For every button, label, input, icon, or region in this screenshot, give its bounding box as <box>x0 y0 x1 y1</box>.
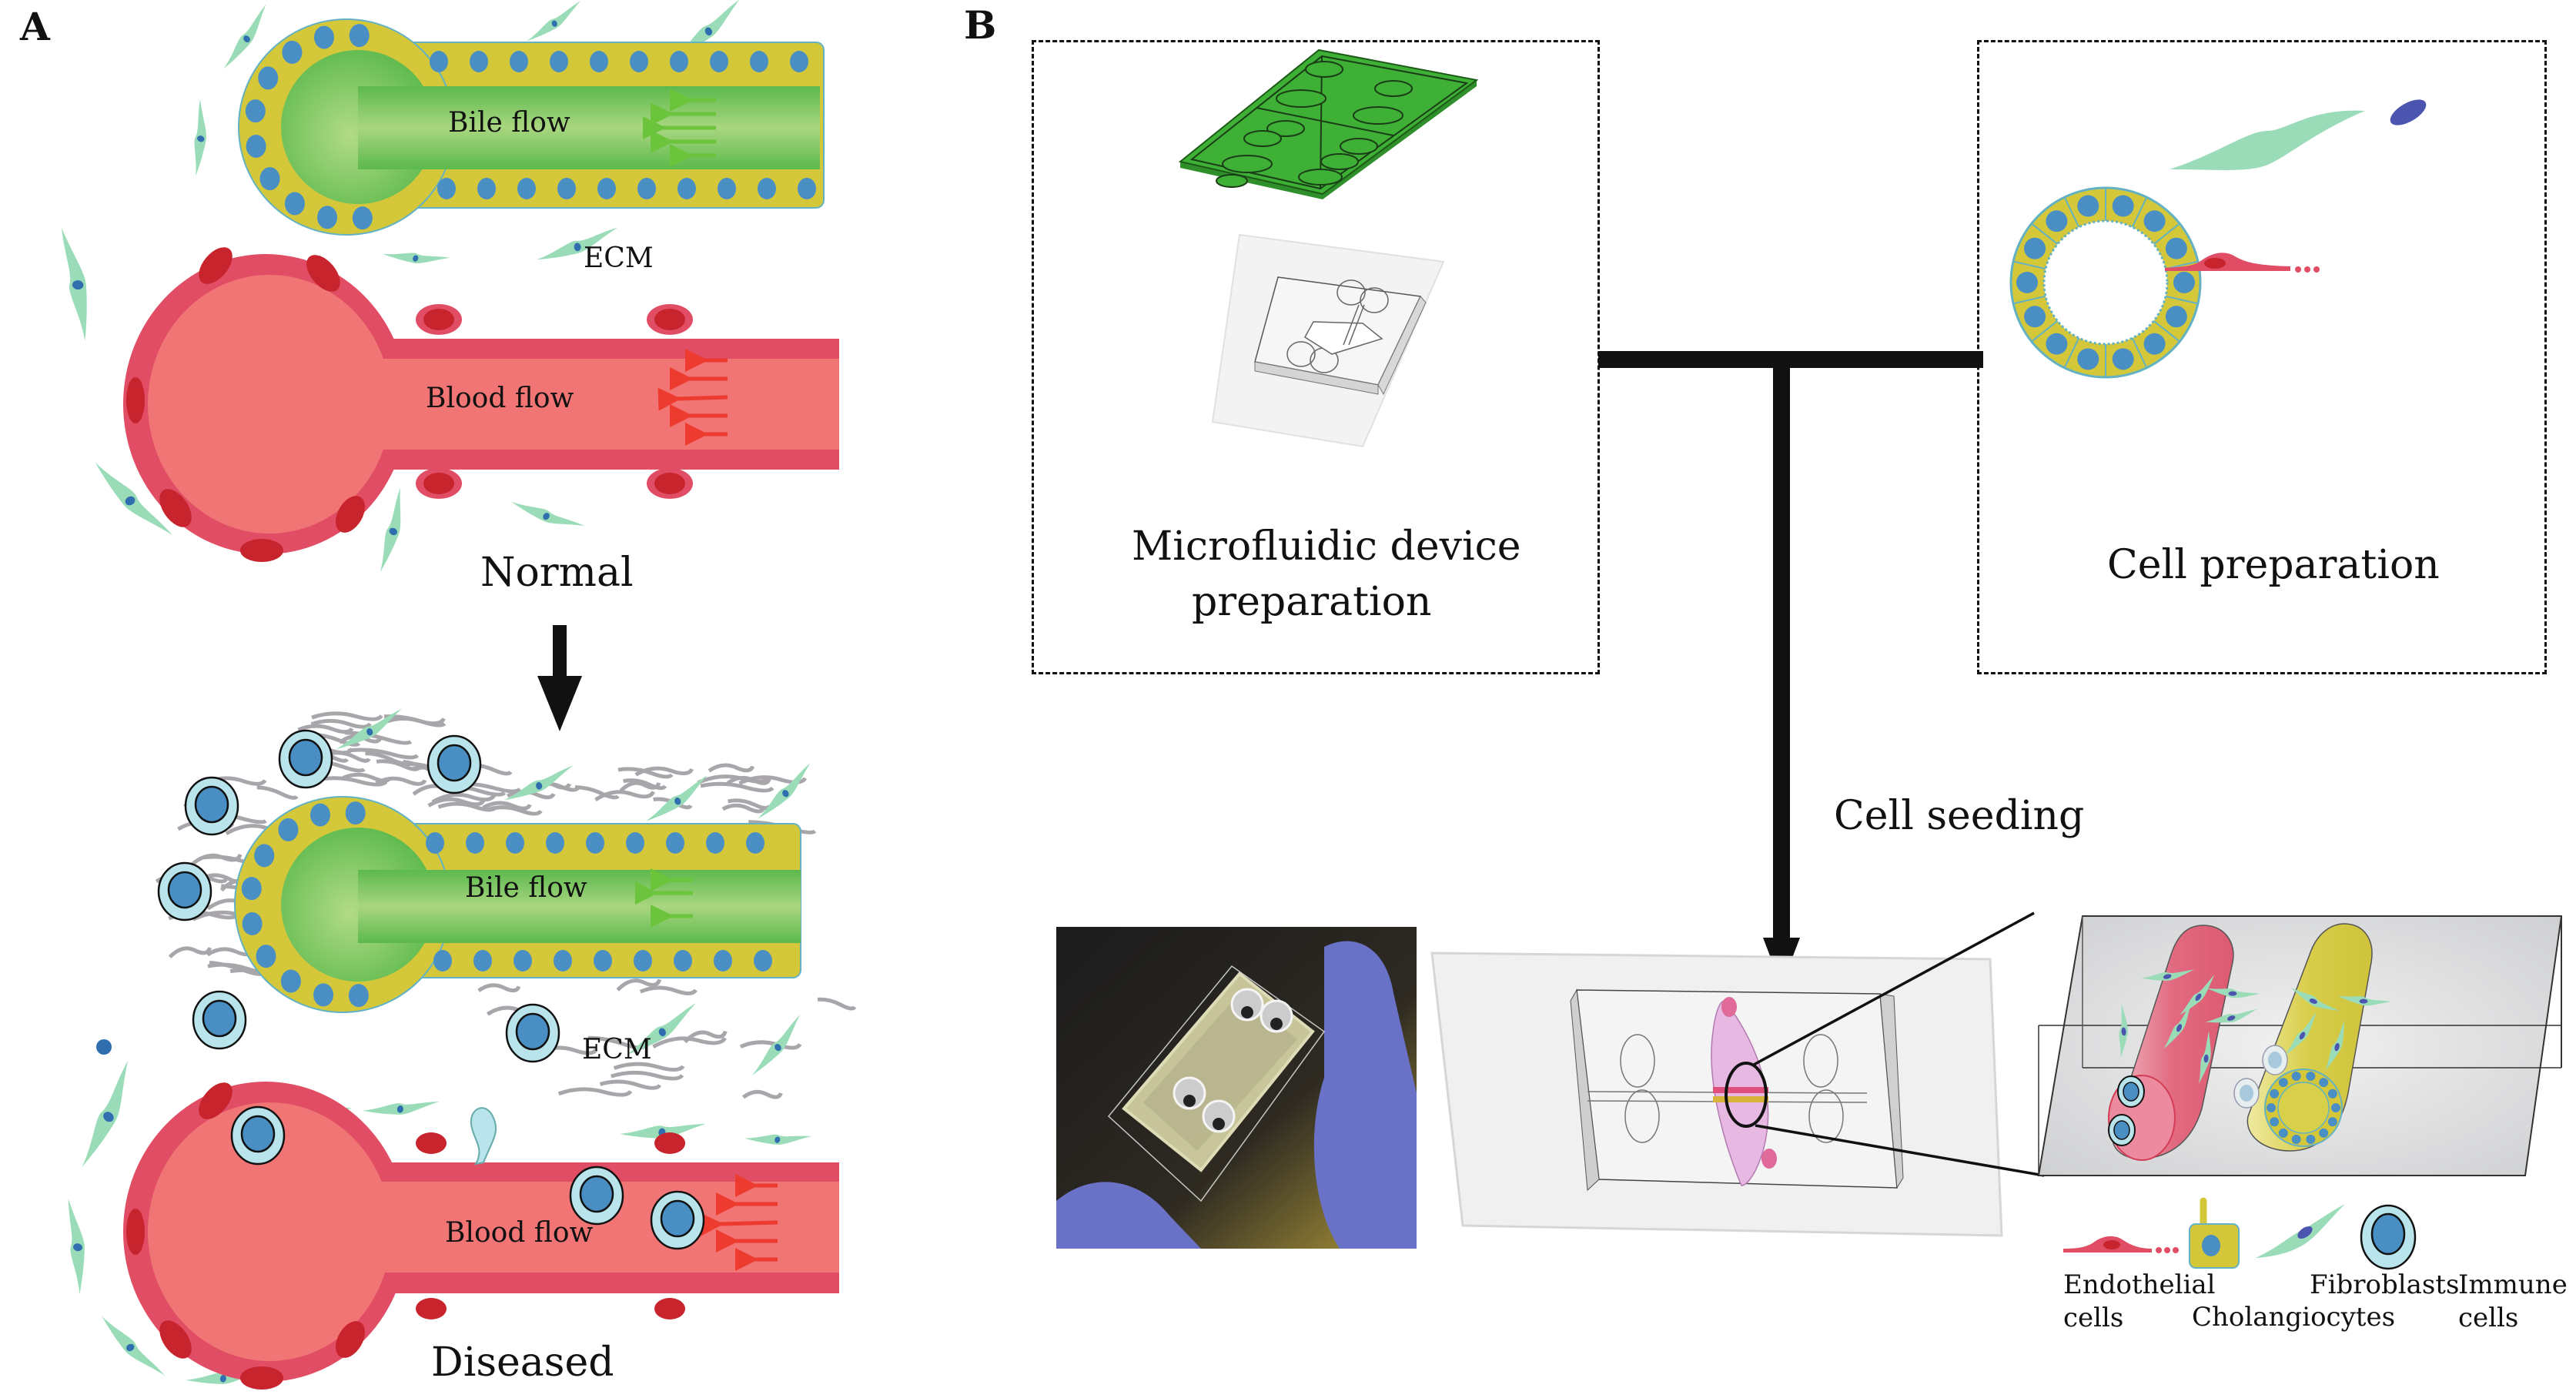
legend-endothelial-line1: Endothelial <box>2063 1269 2216 1300</box>
device-preparation-label-line2: preparation <box>1192 579 1432 625</box>
cell-preparation-label: Cell preparation <box>2107 542 2440 588</box>
blood-flow-label-diseased: Blood flow <box>445 1217 594 1249</box>
legend-cholangiocyte-icon <box>2189 1197 2240 1269</box>
cholangiocyte-nuclei <box>241 801 772 1008</box>
t-connector <box>1598 351 1983 986</box>
legend-cholangiocytes-label: Cholangiocytes <box>2192 1302 2396 1333</box>
diseased-title: Diseased <box>431 1339 614 1386</box>
bile-flow-label-normal: Bile flow <box>448 107 570 139</box>
legend-immune-line2: cells <box>2458 1302 2519 1333</box>
panel-b-letter: B <box>964 2 997 48</box>
panel-a-illustration <box>52 0 857 1393</box>
device-preparation-label-line1: Microfluidic device <box>1132 523 1521 570</box>
blood-vessel-diseased <box>123 1082 839 1390</box>
blood-vessel-normal <box>123 247 839 562</box>
ecm-label-normal: ECM <box>584 242 654 274</box>
device-photo <box>1056 927 1417 1249</box>
legend-immune-icon <box>2360 1204 2417 1270</box>
cholangiocyte-organoid <box>2009 186 2202 379</box>
blood-flow-label-normal: Blood flow <box>426 383 574 414</box>
normal-to-diseased-arrow <box>537 625 582 731</box>
cholangiocyte-nuclei <box>245 24 816 230</box>
bile-duct-diseased <box>234 796 801 1013</box>
green-mold-device <box>1178 48 1479 199</box>
chip-3d-view <box>1430 911 2045 1237</box>
zoomed-chamber <box>2037 915 2563 1176</box>
bile-flow-label-diseased: Bile flow <box>465 872 587 904</box>
legend-endothelial-icon <box>2063 1236 2179 1253</box>
legend-immune-label: Immune cells <box>2458 1269 2568 1334</box>
legend-fibroblast-icon <box>2256 1204 2345 1258</box>
ecm-label-diseased: ECM <box>582 1034 652 1065</box>
endothelial-cell <box>2165 253 2320 273</box>
legend-fibroblasts-label: Fibroblasts <box>2310 1269 2460 1300</box>
legend-endothelial-line2: cells <box>2063 1302 2124 1333</box>
pdms-device <box>1211 233 1445 448</box>
legend-immune-line1: Immune <box>2458 1269 2568 1300</box>
legend-endothelial-label: Endothelial cells <box>2063 1269 2216 1334</box>
bile-duct-normal <box>238 18 825 236</box>
fibroblast-cell <box>2170 99 2427 170</box>
cell-seeding-label: Cell seeding <box>1834 793 2085 839</box>
panel-a-letter: A <box>20 4 50 49</box>
normal-title: Normal <box>480 550 634 596</box>
immune-cells-diseased <box>96 729 705 1250</box>
